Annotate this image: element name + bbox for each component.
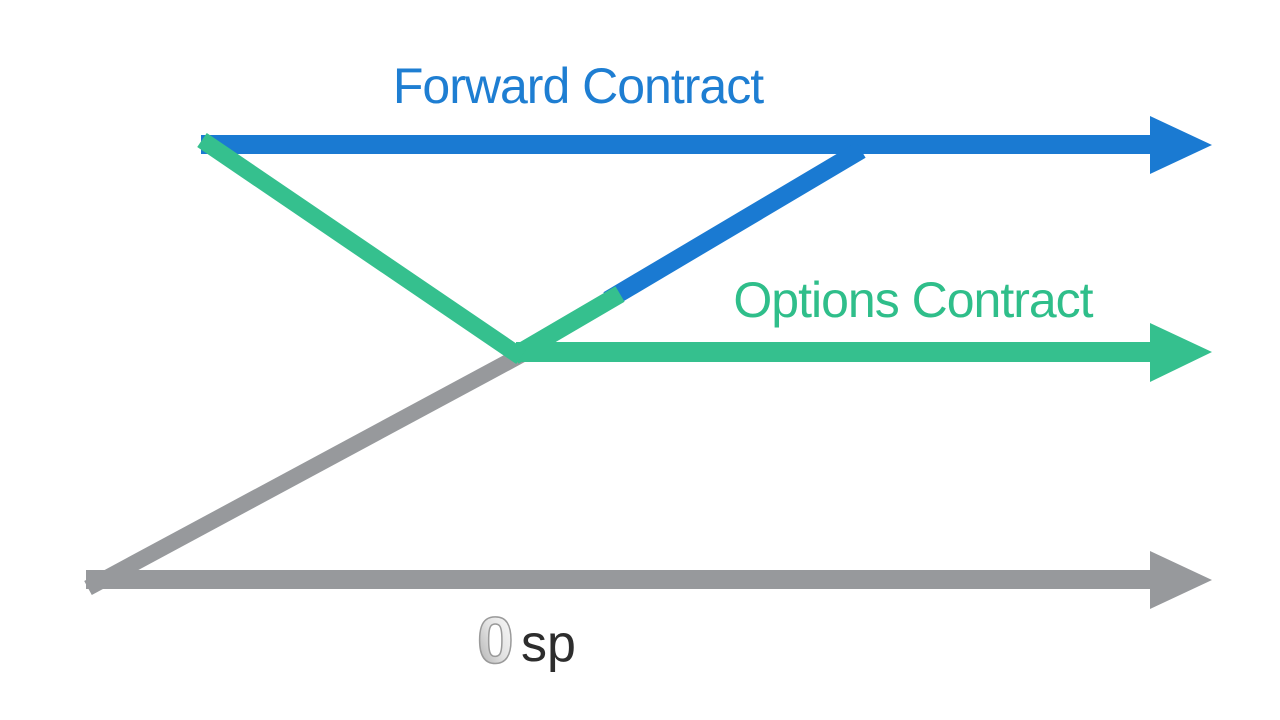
forward-arrowhead (1150, 116, 1212, 174)
options-arrowhead (1150, 323, 1212, 382)
spot-price-arrow-shaft (86, 570, 1152, 589)
options-diagonal-line (197, 132, 526, 365)
spot-price-arrowhead (1150, 551, 1212, 609)
forward-contract-label: Forward Contract (393, 58, 764, 114)
glossy-zero-icon: 0 (477, 603, 514, 677)
options-contract-label: Options Contract (733, 272, 1093, 328)
spot-price-diagonal-line (84, 347, 525, 596)
options-arrow-shaft (516, 342, 1152, 362)
spot-label: sp (521, 615, 576, 673)
forward-rise-segment (603, 142, 866, 308)
forward-arrow-shaft (201, 135, 1152, 154)
